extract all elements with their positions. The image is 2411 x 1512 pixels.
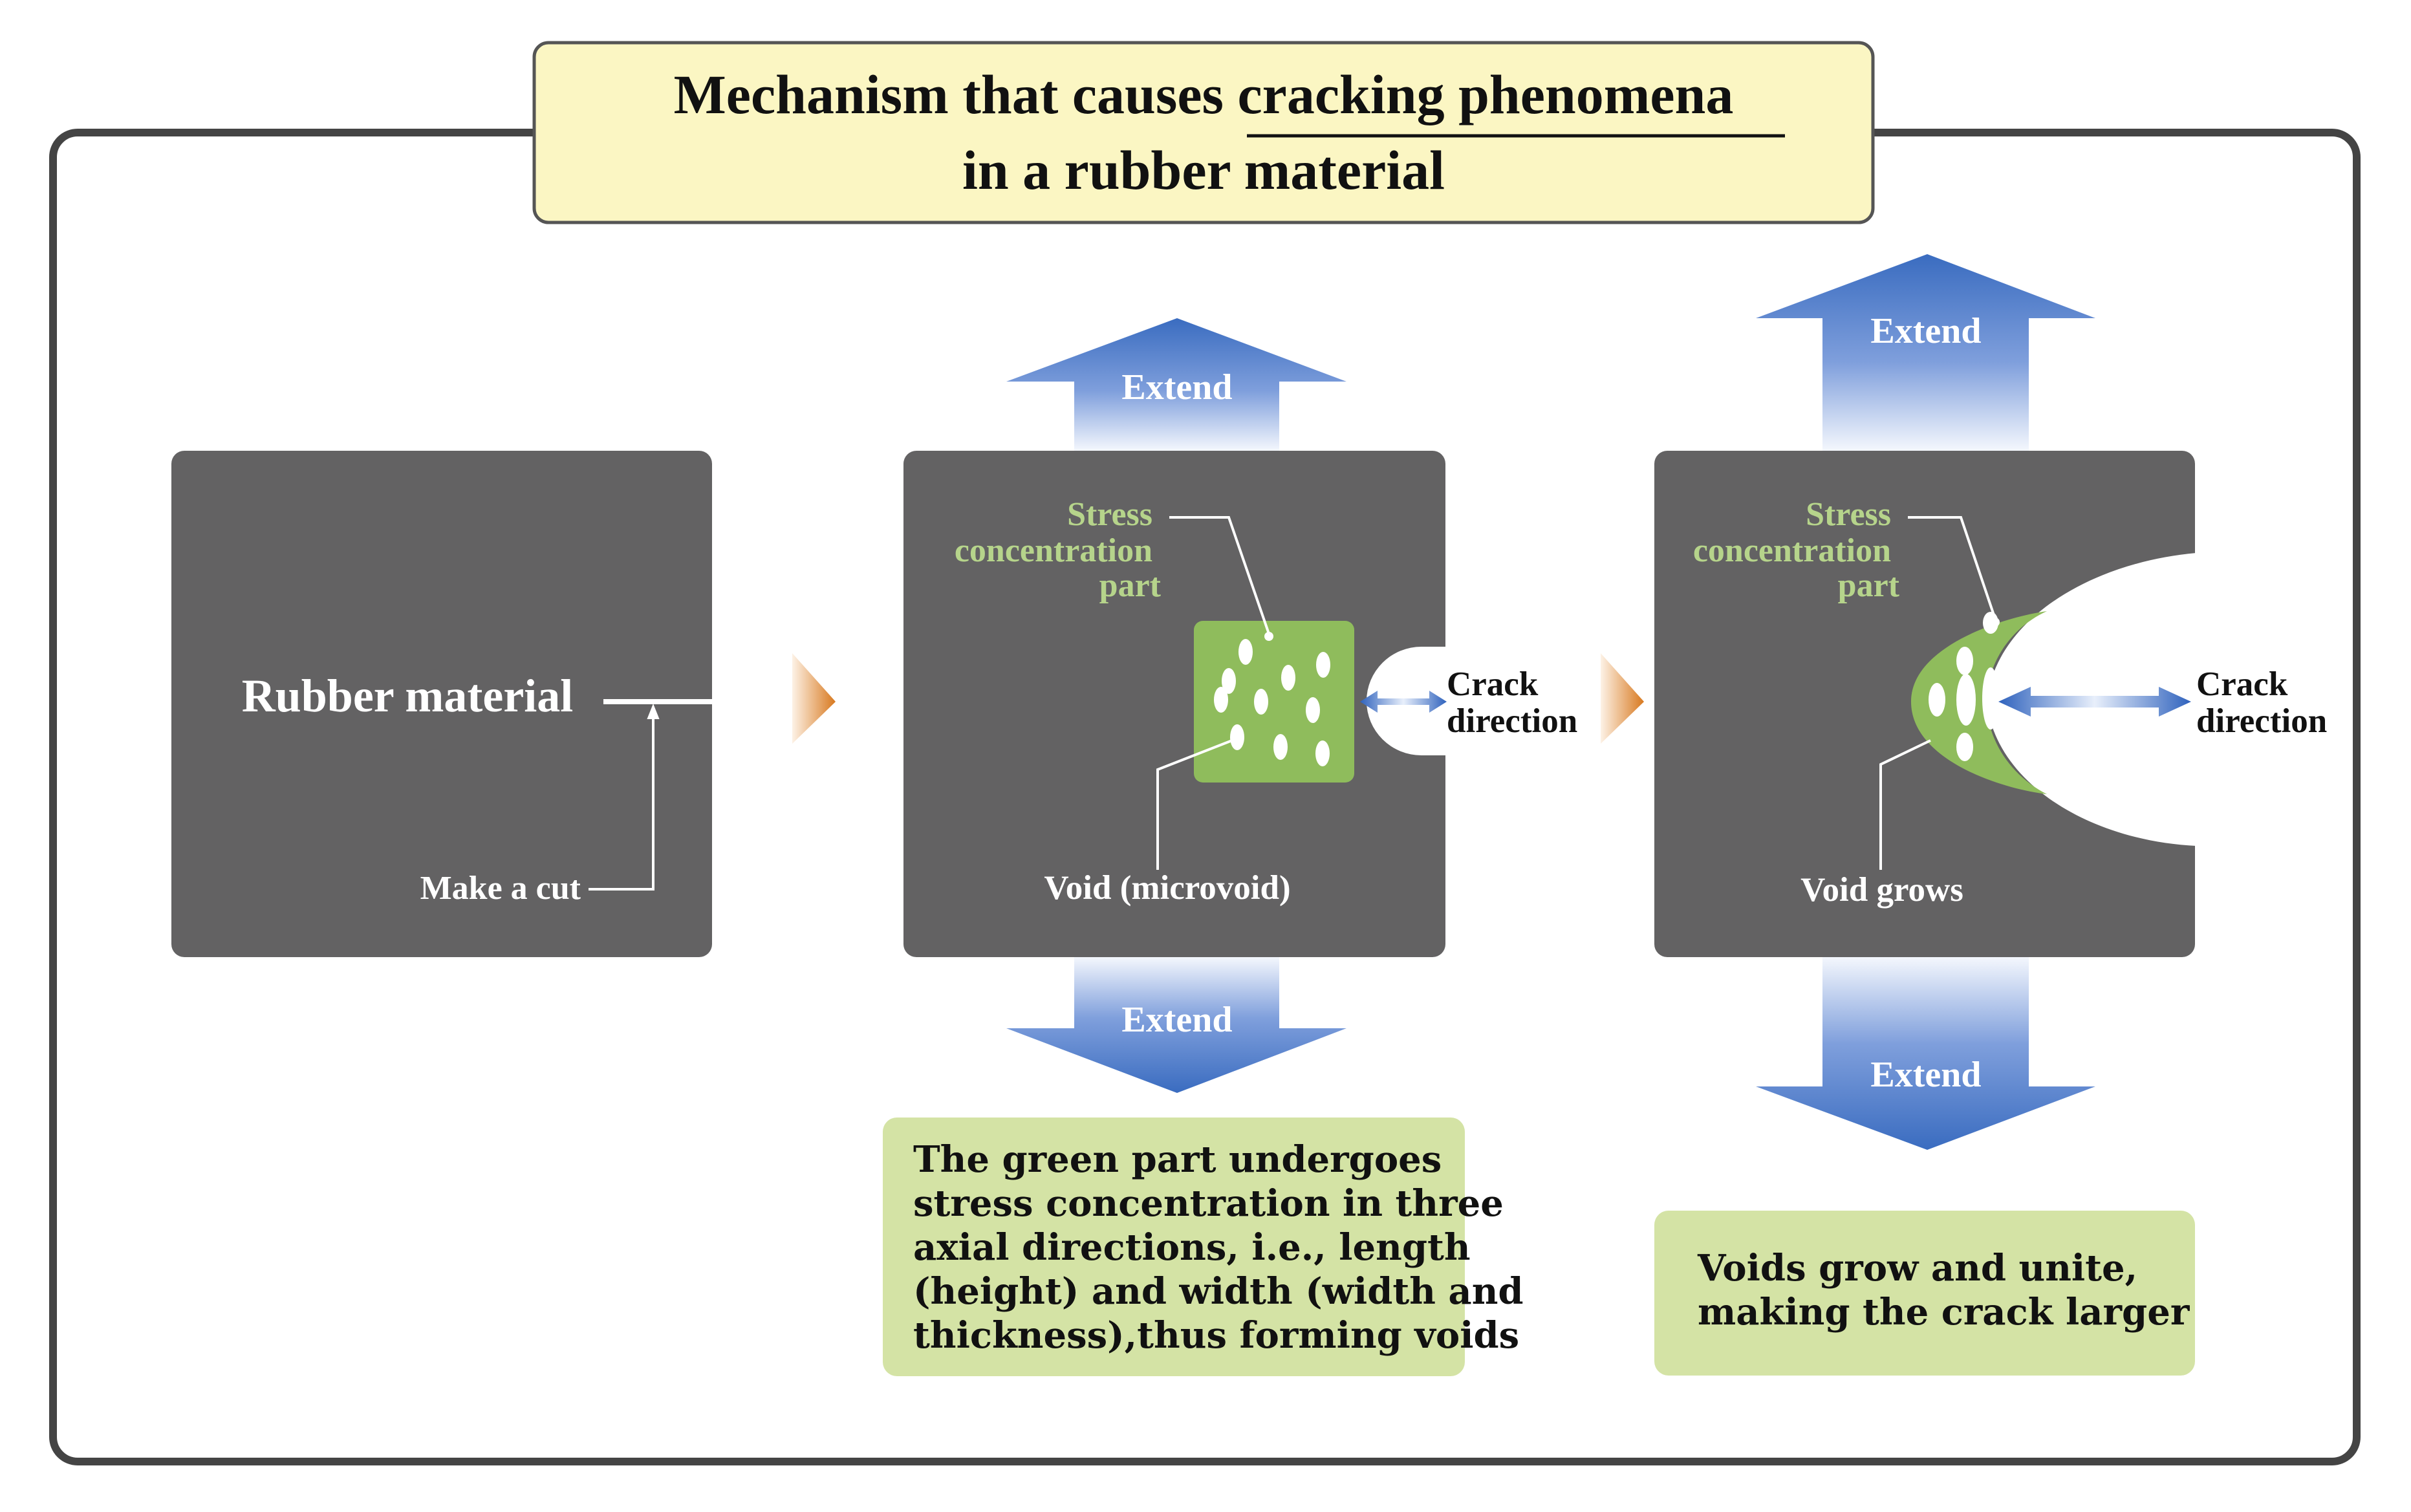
crack-direction-label-2: Crack direction xyxy=(1447,665,1577,740)
void-leader-2 xyxy=(1156,739,1233,870)
rubber-material-label: Rubber material xyxy=(242,670,574,722)
microvoid xyxy=(1306,697,1320,723)
extend-arrow-top-2: Extend xyxy=(1006,318,1346,451)
extend-arrow-bottom-2: Extend xyxy=(1006,957,1346,1093)
make-a-cut-label: Make a cut xyxy=(420,870,581,907)
microvoid xyxy=(1230,724,1244,750)
crack-label-2-line1: Crack xyxy=(1447,665,1539,703)
stress-label-2-line3: part xyxy=(1099,567,1162,604)
step-arrow-1 xyxy=(792,653,836,744)
microvoid xyxy=(1316,652,1330,678)
note-3-line2: making the crack larger xyxy=(1698,1291,2190,1334)
microvoid xyxy=(1281,665,1295,691)
microvoid xyxy=(1315,740,1330,766)
note-2-line3: axial directions, i.e., length xyxy=(913,1226,1471,1269)
crack-label-3-line1: Crack xyxy=(2196,665,2288,703)
grown-void xyxy=(1956,647,1973,675)
void-label-2: Void (microvoid) xyxy=(1044,869,1290,907)
microvoid xyxy=(1238,639,1253,665)
crack-label-3-line2: direction xyxy=(2196,702,2327,740)
note-text-2: The green part undergoes stress concentr… xyxy=(913,1138,1536,1357)
stress-leader-2 xyxy=(1169,516,1270,634)
extend-label-bottom-2: Extend xyxy=(1121,1000,1232,1040)
note-3-line1: Voids grow and unite, xyxy=(1697,1247,2137,1290)
grown-void xyxy=(1956,674,1976,726)
stress-leader-3 xyxy=(1908,516,1996,620)
crack-direction-arrow-3 xyxy=(1998,687,2191,717)
stress-label-2-line1: Stress xyxy=(1067,496,1152,533)
note-2-line4: (height) and width (width and xyxy=(913,1270,1524,1313)
panel-void-growth: Extend Stress concentration part Void gr… xyxy=(1654,254,2327,1376)
extend-arrow-top-3: Extend xyxy=(1756,254,2095,451)
title-box: Mechanism that causes cracking phenomena… xyxy=(532,41,1875,224)
panel-void-formation: Extend Stress concentration part xyxy=(883,318,1577,1376)
note-2-line2: stress concentration in three xyxy=(913,1182,1504,1225)
crack-label-2-line2: direction xyxy=(1447,702,1577,740)
extend-arrow-bottom-3: Extend xyxy=(1756,957,2095,1150)
panel-rubber-material: Rubber material Make a cut xyxy=(171,451,712,957)
stress-leader-dot-3 xyxy=(1991,618,2000,627)
grown-voids xyxy=(1929,612,1999,761)
microvoid xyxy=(1222,668,1236,694)
stress-label-3-line2: concentration xyxy=(1693,532,1891,569)
note-box-2 xyxy=(883,1118,1465,1376)
title-line1-emphasis: cracking phenomena xyxy=(1238,63,1734,125)
microvoid xyxy=(1254,689,1268,715)
note-box-3 xyxy=(1654,1211,2195,1376)
note-text-3: Voids grow and unite, making the crack l… xyxy=(1697,1247,2190,1334)
stress-label-3: Stress concentration part xyxy=(1693,496,1900,604)
stress-concentration-region-3 xyxy=(1911,611,2047,794)
microvoid xyxy=(1273,734,1288,760)
void-leader-3 xyxy=(1879,739,1931,870)
stress-label-3-line1: Stress xyxy=(1806,496,1891,533)
grown-void xyxy=(1982,667,1999,729)
title-line1-plain: Mechanism that causes xyxy=(674,63,1238,125)
title-line2: in a rubber material xyxy=(962,139,1445,201)
crack-direction-arrow-2 xyxy=(1360,691,1447,713)
crack-direction-label-3: Crack direction xyxy=(2196,665,2327,740)
void-label-3: Void grows xyxy=(1800,871,1963,909)
note-2-line5: thickness),thus forming voids xyxy=(913,1314,1519,1357)
grown-void xyxy=(1929,683,1945,717)
extend-label-top-3: Extend xyxy=(1870,311,1981,351)
extend-label-bottom-3: Extend xyxy=(1870,1055,1981,1095)
stress-label-2: Stress concentration part xyxy=(955,496,1162,604)
microvoids xyxy=(1214,639,1330,766)
note-2-line1: The green part undergoes xyxy=(913,1138,1442,1181)
microvoid xyxy=(1214,687,1228,713)
extend-label-top-2: Extend xyxy=(1121,367,1232,407)
step-arrow-2 xyxy=(1601,653,1644,744)
stress-leader-dot-2 xyxy=(1264,632,1273,641)
cut-pointer-line xyxy=(589,704,660,891)
title-line1: Mechanism that causes cracking phenomena xyxy=(674,63,1734,125)
stress-label-2-line2: concentration xyxy=(955,532,1152,569)
grown-void xyxy=(1956,733,1973,761)
stress-label-3-line3: part xyxy=(1838,567,1900,604)
